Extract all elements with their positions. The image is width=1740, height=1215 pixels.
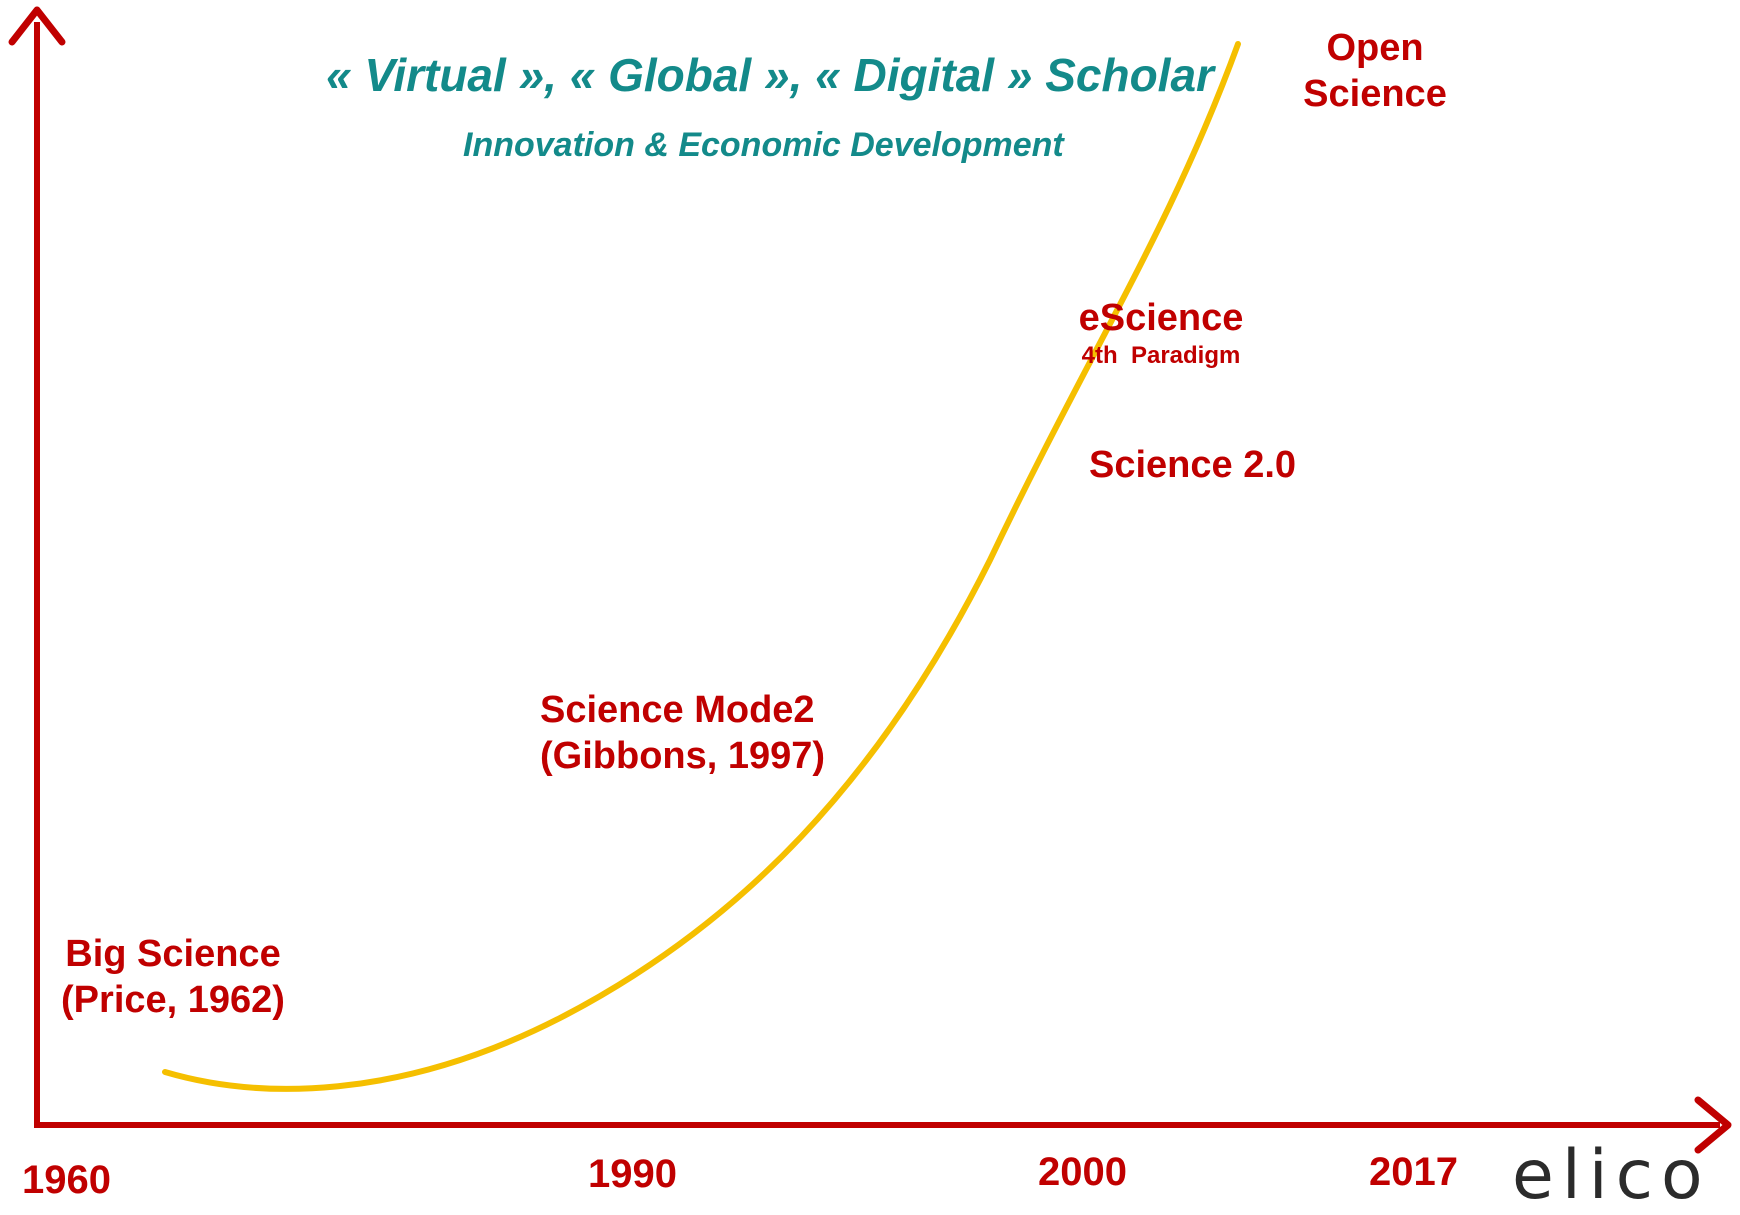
elico-logo: elico (1512, 1136, 1711, 1215)
y-axis-arrowhead (8, 6, 66, 46)
diagram-title: « Virtual », « Global », « Digital » Sch… (326, 49, 1214, 101)
year-label-2017: 2017 (1369, 1150, 1458, 1194)
stage-open-science-line2: Science (1303, 72, 1447, 115)
year-label-2000: 2000 (1038, 1150, 1127, 1194)
stage-big-science-line2: (Price, 1962) (61, 978, 285, 1021)
stage-science-mode2-line1: Science Mode2 (540, 689, 815, 731)
stage-escience-line1: eScience (1078, 297, 1244, 339)
x-axis-arrowhead (1694, 1096, 1732, 1154)
stage-big-science: Big Science (Price, 1962) (48, 932, 298, 1023)
stage-escience: eScience 4th Paradigm (1066, 296, 1256, 370)
year-label-1990: 1990 (588, 1152, 677, 1196)
stage-science-2-0: Science 2.0 (1089, 444, 1297, 486)
diagram-subtitle: Innovation & Economic Development (463, 126, 1064, 164)
stage-escience-line2: 4th Paradigm (1081, 341, 1241, 369)
growth-curve (162, 41, 1241, 1092)
stage-science-mode2: Science Mode2 (Gibbons, 1997) (540, 688, 825, 779)
year-label-1960: 1960 (22, 1158, 111, 1202)
stage-open-science-line1: Open (1326, 27, 1424, 69)
stage-science-mode2-line2: (Gibbons, 1997) (540, 734, 826, 777)
stage-big-science-line1: Big Science (65, 933, 281, 975)
stage-open-science: Open Science (1300, 26, 1450, 117)
